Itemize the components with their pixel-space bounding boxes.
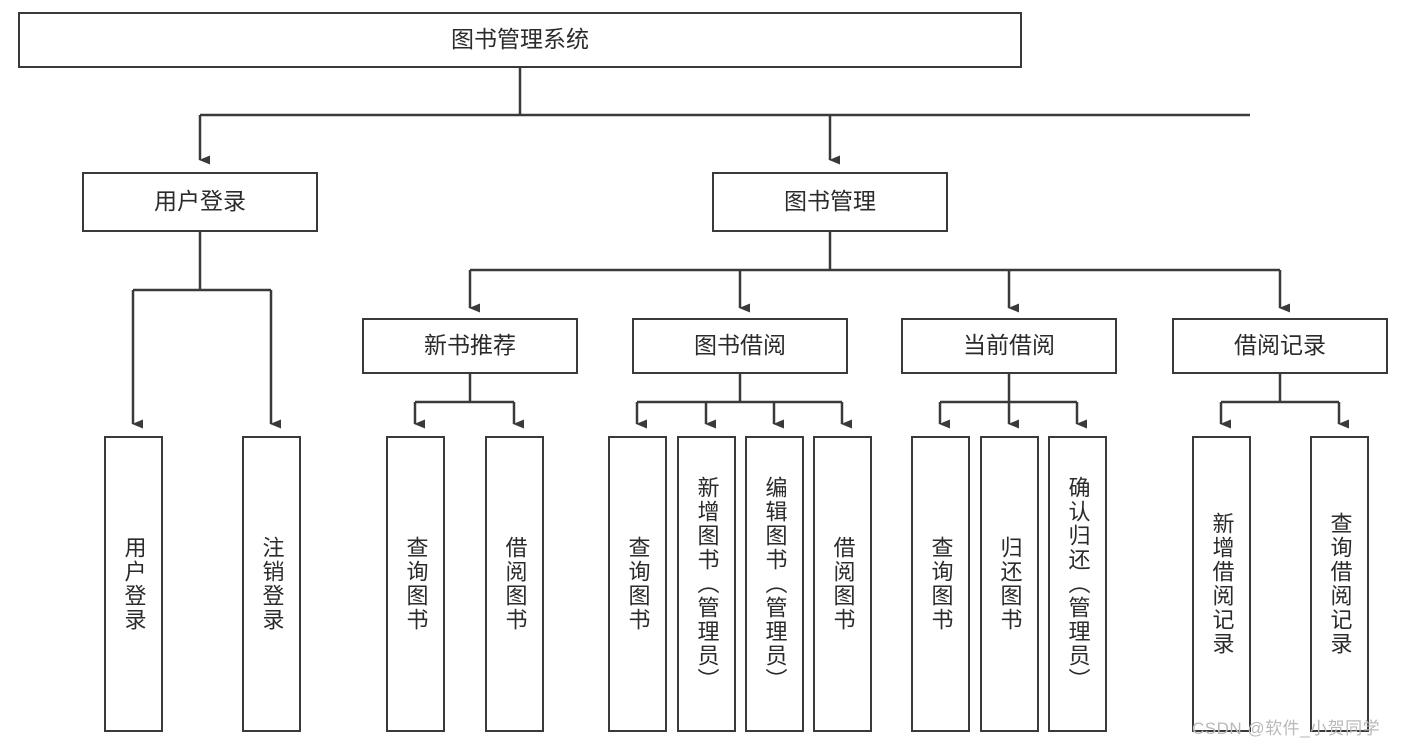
watermark-text: CSDN @软件_小贺同学	[1192, 719, 1381, 738]
node-leaf-query-book-bb[interactable]: 查询图书	[608, 436, 667, 732]
node-current-borrow[interactable]: 当前借阅	[901, 318, 1117, 374]
node-leaf-query-book-cb[interactable]: 查询图书	[911, 436, 970, 732]
node-label: 新增图书（管理员）	[694, 476, 720, 692]
node-label: 查询图书	[625, 536, 651, 632]
node-leaf-borrow-book-nb[interactable]: 借阅图书	[485, 436, 544, 732]
node-label: 当前借阅	[963, 332, 1055, 359]
node-leaf-borrow-book-bb[interactable]: 借阅图书	[813, 436, 872, 732]
node-leaf-confirm-return-admin[interactable]: 确认归还（管理员）	[1048, 436, 1107, 732]
node-label: 查询图书	[928, 536, 954, 632]
node-leaf-edit-book-admin[interactable]: 编辑图书（管理员）	[745, 436, 804, 732]
node-label: 查询借阅记录	[1327, 512, 1353, 656]
node-book-management[interactable]: 图书管理	[712, 172, 948, 232]
node-root-system[interactable]: 图书管理系统	[18, 12, 1022, 68]
node-label: 图书管理	[784, 188, 876, 215]
node-label: 借阅记录	[1234, 332, 1326, 359]
node-leaf-query-borrow-record[interactable]: 查询借阅记录	[1310, 436, 1369, 732]
node-user-login[interactable]: 用户登录	[82, 172, 318, 232]
node-label: 归还图书	[997, 536, 1023, 632]
node-label: 查询图书	[403, 536, 429, 632]
node-book-borrow[interactable]: 图书借阅	[632, 318, 848, 374]
node-label: 借阅图书	[502, 536, 528, 632]
node-leaf-add-borrow-record[interactable]: 新增借阅记录	[1192, 436, 1251, 732]
node-label: 图书借阅	[694, 332, 786, 359]
node-label: 用户登录	[154, 188, 246, 215]
node-new-book-recommend[interactable]: 新书推荐	[362, 318, 578, 374]
node-label: 用户登录	[121, 536, 147, 632]
node-leaf-add-book-admin[interactable]: 新增图书（管理员）	[677, 436, 736, 732]
node-label: 新增借阅记录	[1209, 512, 1235, 656]
node-borrow-record[interactable]: 借阅记录	[1172, 318, 1388, 374]
node-label: 编辑图书（管理员）	[762, 476, 788, 692]
node-label: 借阅图书	[830, 536, 856, 632]
node-label: 注销登录	[259, 536, 285, 632]
node-label: 确认归还（管理员）	[1065, 476, 1091, 692]
node-label: 图书管理系统	[451, 26, 589, 53]
node-leaf-return-book[interactable]: 归还图书	[980, 436, 1039, 732]
node-label: 新书推荐	[424, 332, 516, 359]
node-leaf-user-login[interactable]: 用户登录	[104, 436, 163, 732]
node-leaf-query-book-nb[interactable]: 查询图书	[386, 436, 445, 732]
node-leaf-logout[interactable]: 注销登录	[242, 436, 301, 732]
